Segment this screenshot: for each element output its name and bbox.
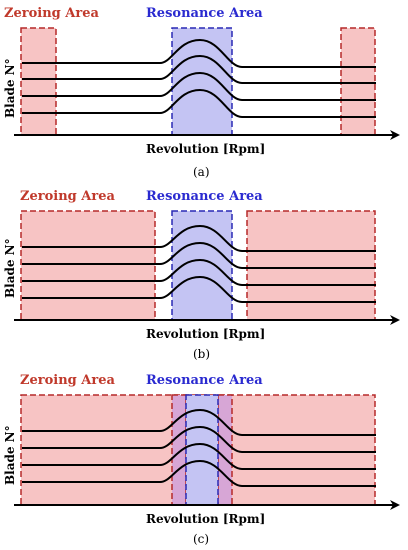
zeroing-area-left [20,27,57,136]
blade-curve [22,71,376,101]
resonance-area-label: Resonance Area [146,189,263,204]
panel-c: Zeroing Area Resonance Area Blade N° Rev… [3,373,400,546]
blade-curve [22,442,376,470]
panel-b: Zeroing Area Resonance Area Blade N° Rev… [3,189,400,361]
panel-caption: (b) [193,347,210,361]
y-axis-label: Blade N° [3,425,17,485]
blade-curves [22,224,376,303]
overlap-area-right [217,394,233,506]
blade-curve [22,54,376,84]
y-axis-label: Blade N° [3,238,17,298]
x-axis-label: Revolution [Rpm] [146,512,265,526]
blade-curve [22,224,376,252]
x-axis-label: Revolution [Rpm] [146,142,265,156]
zeroing-area-label: Zeroing Area [20,373,115,388]
blade-curve [22,38,376,68]
panel-a: Zeroing Area Resonance Area Blade N° Rev… [3,6,400,179]
zeroing-area-label: Zeroing Area [20,189,115,204]
zeroing-area-right [340,27,376,136]
y-axis-label: Blade N° [3,58,17,118]
blade-curve [22,88,376,118]
zeroing-area-label: Zeroing Area [4,6,99,21]
resonance-area-label: Resonance Area [146,373,263,388]
blade-curve [22,275,376,303]
blade-curve [22,408,376,436]
blade-curve [22,425,376,453]
blade-curves [22,408,376,487]
blade-curves [22,38,376,118]
blade-curve [22,241,376,269]
blade-curve [22,459,376,487]
panel-caption: (c) [193,532,209,546]
resonance-area-label: Resonance Area [146,6,263,21]
blade-curve [22,258,376,286]
overlap-area-left [171,394,187,506]
zeroing-area-right [246,210,376,321]
zeroing-area-left [20,210,156,321]
panel-caption: (a) [193,165,210,179]
x-axis-label: Revolution [Rpm] [146,327,265,341]
